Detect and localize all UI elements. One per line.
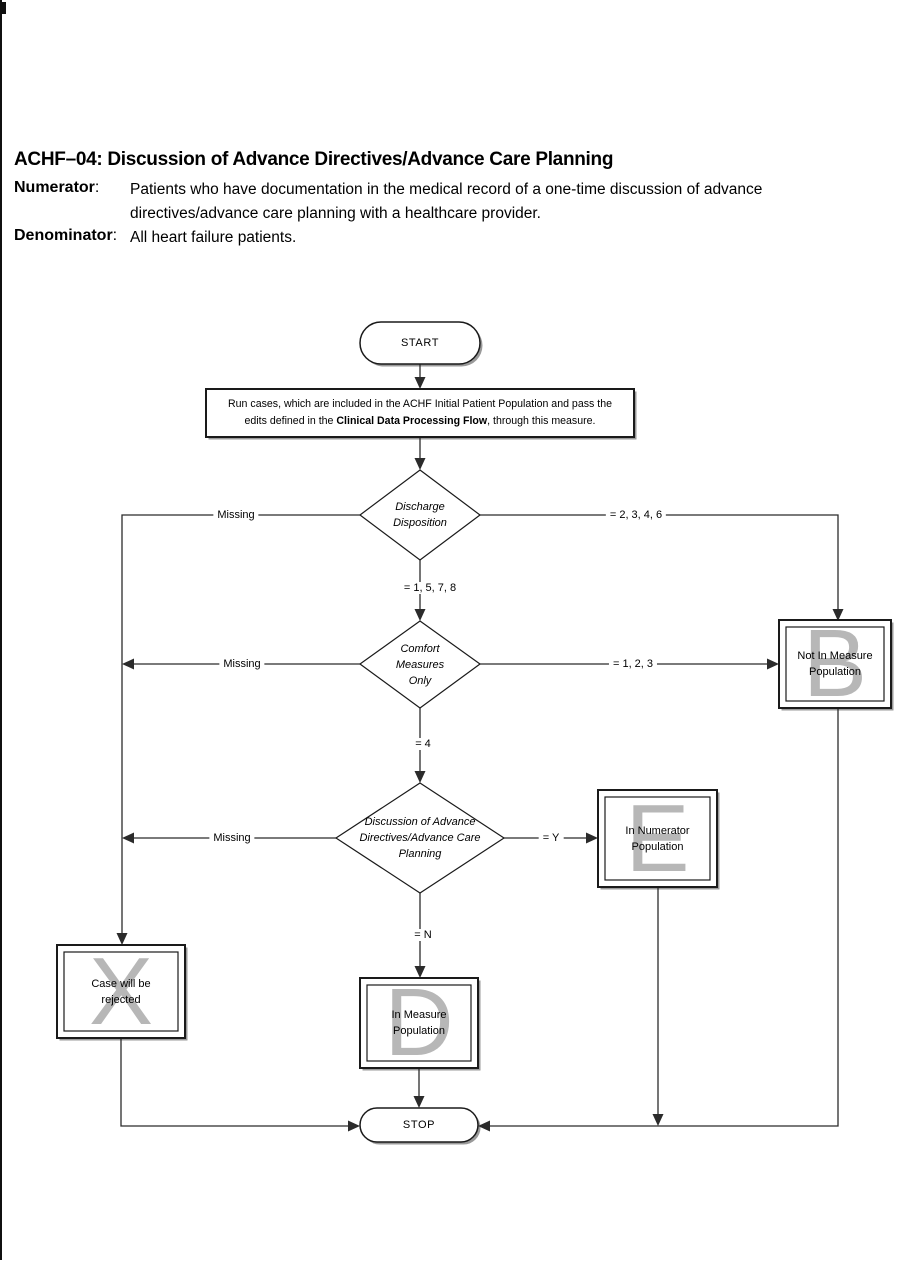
decision-discharge-disposition-label: Discharge Disposition xyxy=(393,501,447,529)
result-box-case-rejected-inner xyxy=(63,951,179,1032)
arrowhead-into-decision3 xyxy=(414,771,426,783)
start-terminator xyxy=(359,321,481,365)
edge-decision1-missing-left xyxy=(121,514,360,933)
page-title: ACHF–04: Discussion of Advance Directive… xyxy=(14,149,614,170)
not-in-measure-label: Not In Measure Population xyxy=(797,650,873,678)
arrowhead-into-decision2 xyxy=(414,609,426,621)
process-box xyxy=(205,388,635,438)
denominator-text: All heart failure patients. xyxy=(130,229,297,246)
decision-advance-directives-label: Discussion of Advance Directives/Advance… xyxy=(359,816,481,860)
process-text: Run cases, which are included in the ACH… xyxy=(228,398,612,427)
arrowhead-into-box-b-left xyxy=(767,658,779,670)
result-box-in-measure-inner xyxy=(366,984,472,1062)
decision-discharge-disposition xyxy=(359,469,481,561)
edge-box-x-to-stop xyxy=(120,1038,348,1127)
decision-comfort-measures-only xyxy=(358,620,482,709)
arrowhead-into-stop-right xyxy=(478,1120,490,1132)
arrowhead-into-stop-left xyxy=(348,1120,360,1132)
arrowhead-into-box-e xyxy=(586,832,598,844)
edge-label-d3-down: = N xyxy=(410,929,436,941)
edge-label-d2-right: = 1, 2, 3 xyxy=(608,658,658,670)
denominator-label: Denominator: xyxy=(14,227,118,244)
edge-decision1-right xyxy=(480,514,839,609)
case-rejected-label: Case will be rejected xyxy=(91,977,151,1006)
in-measure-label: In Measure Population xyxy=(391,1009,447,1037)
arrowhead-decision3-missing xyxy=(122,832,134,844)
arrowhead-into-box-d xyxy=(414,966,426,978)
watermark-letter-e: E xyxy=(625,784,690,892)
start-label: START xyxy=(400,337,440,349)
arrowhead-decision2-missing xyxy=(122,658,134,670)
scan-artifact-line xyxy=(0,0,2,1260)
arrowhead-box-e-join xyxy=(652,1114,664,1126)
edge-label-d2-missing: Missing xyxy=(219,658,265,670)
arrowhead-into-box-b-top xyxy=(832,609,844,621)
numerator-text-line2: directives/advance care planning with a … xyxy=(130,205,541,222)
edge-label-d3-right: = Y xyxy=(538,832,564,844)
in-numerator-label: In Numerator Population xyxy=(625,824,690,853)
arrowhead-into-box-x xyxy=(116,933,128,945)
watermark-letter-b: B xyxy=(802,610,868,717)
numerator-text: Patients who have documentation in the m… xyxy=(130,178,762,226)
result-box-not-in-measure-inner xyxy=(785,626,885,702)
stop-label: STOP xyxy=(402,1119,436,1131)
edge-label-d1-missing: Missing xyxy=(213,509,259,521)
numerator-label: Numerator: xyxy=(14,179,100,196)
decision-advance-directives xyxy=(334,782,506,894)
watermark-letter-d: D xyxy=(384,969,454,1076)
numerator-text-line1: Patients who have documentation in the m… xyxy=(130,181,763,198)
result-box-in-numerator-inner xyxy=(604,796,711,881)
decision-comfort-measures-only-label: Comfort Measures Only xyxy=(395,642,445,687)
edge-label-d3-missing: Missing xyxy=(209,832,255,844)
scan-artifact-dot xyxy=(0,2,6,14)
arrowhead-into-stop-top xyxy=(413,1096,425,1108)
stop-terminator xyxy=(359,1107,479,1143)
arrowhead-into-process xyxy=(414,377,426,389)
edge-box-b-to-stop xyxy=(490,708,839,1127)
watermark-letter-x: X xyxy=(88,937,154,1045)
edge-label-d1-down: = 1, 5, 7, 8 xyxy=(399,582,461,594)
edge-label-d1-right: = 2, 3, 4, 6 xyxy=(605,509,667,521)
edge-label-d2-down: = 4 xyxy=(411,738,435,750)
arrowhead-into-decision1 xyxy=(414,458,426,470)
